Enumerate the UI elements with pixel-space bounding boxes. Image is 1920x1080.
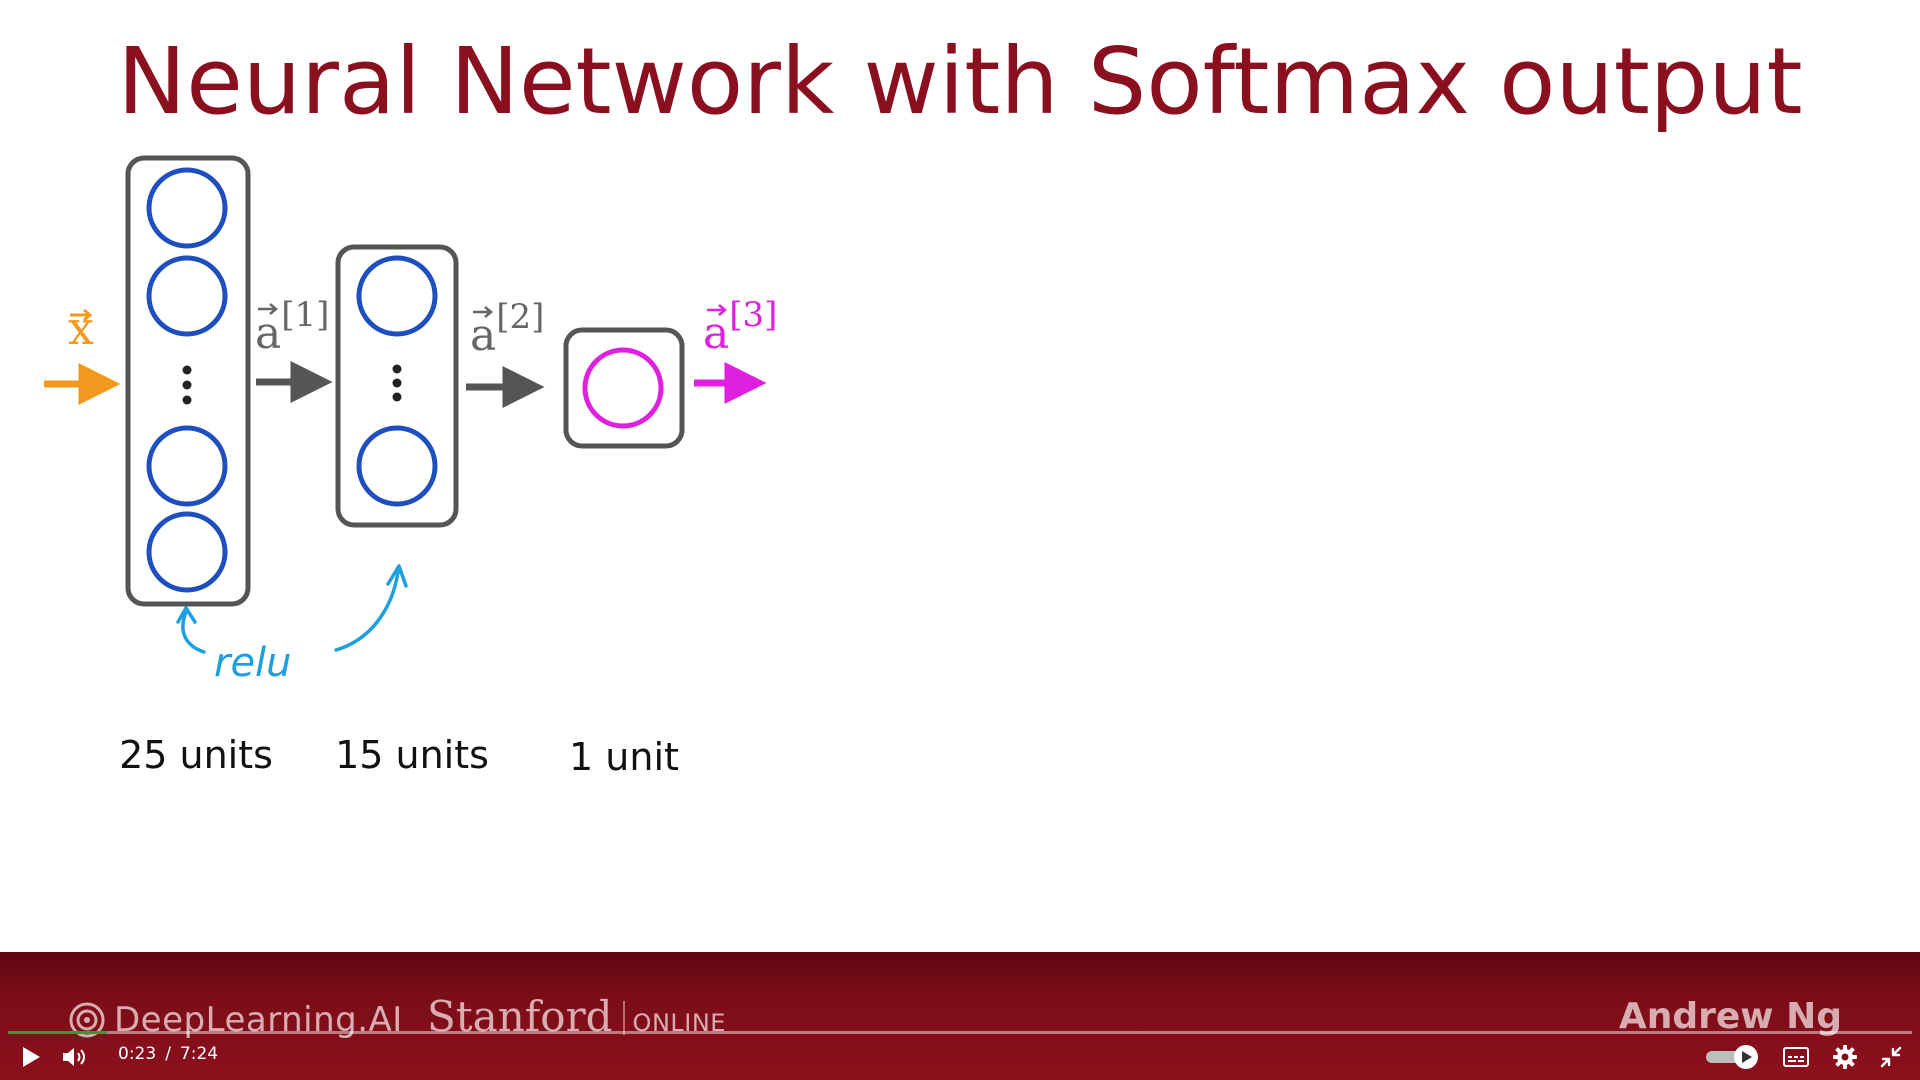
progress-bar[interactable] (8, 1031, 1912, 1034)
stanford-online-logo: Stanford ONLINE (427, 992, 726, 1041)
relu-annotation: relu (176, 564, 408, 686)
vector-arrow-icon (707, 304, 727, 316)
slide-title: Neural Network with Softmax output (117, 28, 1803, 135)
exit-fullscreen-icon (1880, 1046, 1902, 1068)
output-layer-box (563, 327, 685, 449)
layer-1 (125, 155, 251, 607)
neuron (146, 167, 228, 249)
a2-superscript: [2] (496, 297, 544, 337)
neuron (146, 511, 228, 593)
volume-button[interactable] (58, 1042, 92, 1072)
activation-a3-label: a[3] (703, 295, 777, 359)
layer-2-box (335, 244, 459, 528)
svg-text:a[1]: a[1] (255, 295, 329, 359)
arrowhead-icon (176, 606, 197, 624)
neuron (146, 255, 228, 337)
output-layer (563, 327, 685, 449)
player-controls: 0:23 / 7:24 (0, 1034, 1920, 1080)
a3-base: a (703, 308, 729, 359)
input-x-text: x (68, 301, 94, 355)
a1-superscript: [1] (281, 295, 329, 335)
current-time: 0:23 (118, 1044, 157, 1064)
neuron (146, 425, 228, 507)
video-banner: DeepLearning.AI Stanford ONLINE Andrew N… (0, 952, 1920, 1080)
time-display: 0:23 / 7:24 (118, 1044, 218, 1064)
progress-fill (8, 1031, 107, 1034)
volume-icon (63, 1048, 85, 1066)
svg-text:a[3]: a[3] (703, 295, 777, 359)
online-text: ONLINE (632, 1009, 726, 1037)
relu-arrow-2 (334, 570, 400, 652)
presenter-name: Andrew Ng (1618, 996, 1842, 1037)
a1-base: a (255, 308, 281, 359)
ellipsis-dot (392, 392, 402, 402)
neuron (356, 425, 438, 507)
time-separator: / (165, 1044, 171, 1064)
a2-base: a (470, 310, 496, 361)
ellipsis-dot (392, 378, 402, 388)
autoplay-toggle[interactable] (1700, 1042, 1764, 1072)
output-neuron (582, 347, 664, 429)
relu-text: relu (214, 640, 292, 686)
vector-arrow-icon (258, 303, 278, 315)
a3-superscript: [3] (729, 295, 777, 335)
layer-1-units: 25 units (119, 733, 273, 777)
svg-text:a[2]: a[2] (470, 297, 544, 361)
play-icon (23, 1047, 40, 1067)
deeplearning-ai-text: DeepLearning.AI (114, 1000, 403, 1040)
ellipsis-dot (392, 364, 402, 374)
input-x-label: x (68, 301, 94, 355)
captions-button[interactable] (1778, 1042, 1814, 1072)
play-button[interactable] (14, 1042, 48, 1072)
vector-arrow-icon (473, 306, 493, 318)
arrowhead-icon (386, 564, 408, 588)
exit-fullscreen-button[interactable] (1874, 1042, 1908, 1072)
layer-2 (335, 244, 459, 528)
activation-a1-label: a[1] (255, 295, 329, 359)
slide: Neural Network with Softmax output x (44, 28, 1803, 779)
output-units: 1 unit (569, 735, 679, 779)
logo-divider (622, 1001, 625, 1035)
network-diagram: x a[1] (44, 155, 777, 779)
settings-icon (1833, 1045, 1857, 1069)
captions-icon (1783, 1047, 1809, 1067)
ellipsis-dot (182, 365, 192, 375)
deeplearning-ai-logo: DeepLearning.AI (68, 1000, 403, 1040)
vector-arrow-icon (70, 308, 93, 322)
layer-1-box (125, 155, 251, 607)
autoplay-toggle-icon (1706, 1045, 1758, 1069)
ellipsis-dot (182, 380, 192, 390)
stanford-text: Stanford (427, 992, 613, 1041)
layer-2-units: 15 units (335, 733, 489, 777)
settings-button[interactable] (1828, 1042, 1862, 1072)
deeplearning-swirl-icon (69, 1002, 105, 1038)
activation-a2-label: a[2] (470, 297, 544, 361)
duration: 7:24 (179, 1044, 219, 1064)
neuron (356, 255, 438, 337)
relu-arrow-1 (181, 610, 206, 654)
ellipsis-dot (182, 395, 192, 405)
